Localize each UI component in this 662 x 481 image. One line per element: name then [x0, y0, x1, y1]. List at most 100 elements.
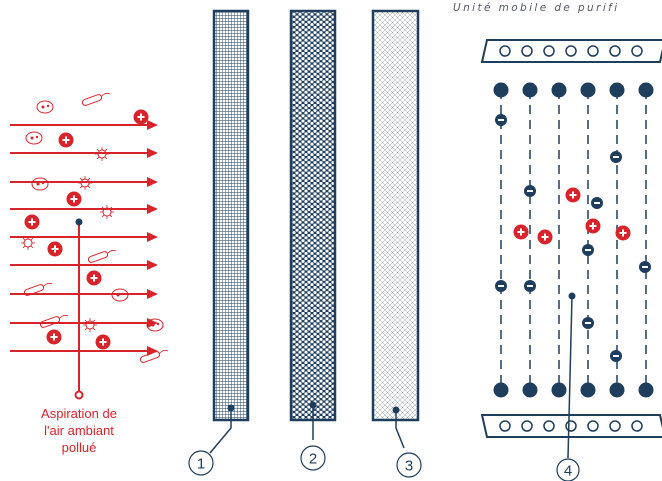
wire-bottom-dot	[551, 382, 567, 398]
ionising-wires	[493, 82, 654, 398]
airflow-arrow	[10, 318, 158, 328]
microbe-icon	[36, 100, 54, 114]
microbe-icon	[21, 236, 35, 250]
wire-bottom-dot	[580, 382, 596, 398]
plus-ion-icon	[565, 187, 581, 203]
bar-hole	[499, 45, 511, 57]
positive-ions-left	[24, 109, 149, 350]
ions-in-unit	[495, 114, 651, 362]
microbe-icon	[139, 349, 169, 363]
minus-ion-icon	[639, 261, 651, 273]
wire-bottom-dot	[638, 382, 654, 398]
bar-hole	[609, 420, 621, 432]
bar-hole	[565, 420, 577, 432]
wire-bottom-dot	[522, 382, 538, 398]
wire-top-dot	[493, 82, 509, 98]
bar-hole	[609, 45, 621, 57]
filter-2-number: 2	[309, 451, 317, 468]
airflow-arrow	[10, 204, 158, 214]
airflow-arrow	[10, 346, 158, 356]
polluted-air-stream	[10, 92, 169, 400]
microbe-icon	[111, 288, 129, 302]
caption-line-1: Aspiration de	[41, 406, 117, 421]
filter-3-marker	[396, 452, 422, 478]
airflow-arrow	[10, 260, 158, 270]
bar-hole	[565, 45, 577, 57]
unit-title: Unité mobile de purifi	[453, 2, 620, 14]
minus-ion-icon	[495, 280, 507, 292]
air-intake-caption: Aspiration de l'air ambiant pollué	[18, 405, 140, 456]
unit-leader	[567, 295, 573, 459]
unit-marker	[556, 458, 580, 481]
caption-line-2: l'air ambiant	[44, 423, 114, 438]
microbe-icon	[83, 318, 97, 332]
bar-hole	[543, 420, 555, 432]
ioniser-unit: 4	[480, 39, 662, 481]
pollutant-particles	[21, 92, 169, 363]
microbe-icon	[39, 314, 69, 328]
filter-3-number: 3	[405, 458, 413, 475]
wire-bottom-dot	[493, 382, 509, 398]
microbe-icon	[146, 318, 164, 332]
bar-hole	[631, 45, 643, 57]
leader-end-dot	[74, 390, 84, 400]
minus-ion-icon	[524, 185, 536, 197]
plus-ion-icon	[95, 334, 111, 350]
microbe-icon	[78, 176, 92, 190]
microbe-icon	[95, 147, 109, 161]
bar-hole	[631, 420, 643, 432]
microbe-icon	[31, 177, 49, 191]
airflow-arrows	[10, 120, 158, 356]
wire-top-dot	[522, 82, 538, 98]
bar-hole	[521, 420, 533, 432]
minus-ion-icon	[610, 151, 622, 163]
microbe-icon	[23, 282, 53, 296]
wire-top-dot	[580, 82, 596, 98]
bar-hole	[521, 45, 533, 57]
plus-ion-icon	[24, 214, 40, 230]
wire-bottom-dot	[609, 382, 625, 398]
wire-top-dot	[551, 82, 567, 98]
filter-1-marker	[188, 450, 214, 476]
plus-ion-icon	[46, 329, 62, 345]
airflow-arrow	[10, 148, 158, 158]
unit-number: 4	[564, 463, 572, 480]
plus-ion-icon	[537, 229, 553, 245]
wire-top-dot	[638, 82, 654, 98]
plus-ion-icon	[86, 270, 102, 286]
filter-1-number: 1	[197, 456, 205, 473]
filter-3-carbon: 3	[371, 9, 422, 478]
bar-hole	[587, 420, 599, 432]
minus-ion-icon	[495, 114, 507, 126]
minus-ion-icon	[591, 197, 603, 209]
microbe-icon	[87, 249, 117, 263]
microbe-icon	[81, 92, 111, 106]
microbe-icon	[25, 131, 43, 145]
filter-3-leader	[395, 410, 405, 449]
plus-ion-icon	[585, 218, 601, 234]
airflow-arrow	[10, 232, 158, 242]
caption-line-3: pollué	[61, 440, 97, 455]
plus-ion-icon	[513, 224, 529, 240]
plus-ion-icon	[58, 132, 74, 148]
plus-ion-icon	[133, 109, 149, 125]
bar-hole	[543, 45, 555, 57]
microbe-icon	[100, 205, 114, 219]
filter-1-mesh: 1	[188, 9, 250, 476]
electrode-bar-holes	[499, 45, 643, 432]
leader-start-dot	[75, 218, 83, 226]
plus-ion-icon	[66, 191, 82, 207]
wire-top-dot	[609, 82, 625, 98]
airflow-arrow	[10, 120, 158, 130]
airflow-arrow	[10, 177, 158, 187]
plus-ion-icon	[615, 225, 631, 241]
filter-1-leader	[209, 408, 232, 454]
minus-ion-icon	[610, 350, 622, 362]
minus-ion-icon	[582, 244, 594, 256]
filter-2-honeycomb: 2	[289, 9, 337, 471]
minus-ion-icon	[524, 280, 536, 292]
minus-ion-icon	[582, 317, 594, 329]
plus-ion-icon	[47, 241, 63, 257]
filter-2-marker	[300, 445, 326, 471]
